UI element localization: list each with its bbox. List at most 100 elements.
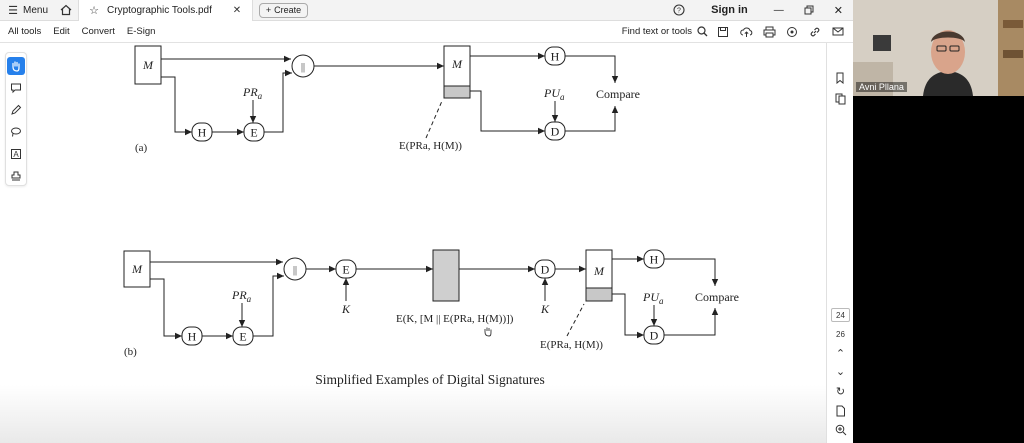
- fig-b-e2-label: E: [342, 263, 349, 277]
- fig-b-d1-label: D: [541, 263, 550, 277]
- fig-b-m-label: M: [131, 262, 143, 276]
- fig-b-d2-label: D: [650, 329, 659, 343]
- menu-button[interactable]: ☰ Menu: [0, 0, 54, 21]
- fig-a-message-box: [134, 45, 162, 85]
- refresh-button[interactable]: ↻: [833, 384, 848, 399]
- text-tool-button[interactable]: A: [7, 145, 25, 163]
- save-icon[interactable]: [716, 25, 730, 39]
- home-button[interactable]: [54, 0, 78, 21]
- fig-a-caption-label: (a): [135, 142, 148, 154]
- copy-pages-icon: [835, 93, 846, 104]
- scroll-fade: [0, 385, 826, 443]
- mail-icon[interactable]: [831, 25, 845, 39]
- fig-b-key-label: PRa: [231, 288, 252, 304]
- menu-all-tools[interactable]: All tools: [8, 26, 42, 37]
- participant-name: Avni Pllana: [856, 82, 907, 92]
- fig-b-message-box: [123, 250, 151, 288]
- comments-panel-button[interactable]: [833, 70, 848, 85]
- svg-text:?: ?: [677, 8, 681, 15]
- fig-b-ciphertext-box: [432, 249, 460, 302]
- pen-icon: [11, 104, 22, 115]
- fig-b-h-label: H: [188, 330, 197, 344]
- help-button[interactable]: ?: [663, 0, 695, 21]
- document-icon: [836, 405, 845, 416]
- minimize-icon: —: [773, 4, 784, 16]
- menu-label: Menu: [23, 4, 49, 16]
- link-icon[interactable]: [808, 25, 822, 39]
- webcam-video: Avni Pllana: [853, 0, 1024, 96]
- create-button[interactable]: + Create: [258, 2, 309, 18]
- tab-cryptographic-tools[interactable]: ☆ Cryptographic Tools.pdf ✕: [78, 0, 253, 21]
- page-down-button[interactable]: ⌄: [833, 364, 848, 379]
- close-icon[interactable]: ✕: [232, 4, 242, 16]
- fig-b-concat-label: ||: [293, 265, 297, 276]
- plus-icon: +: [265, 5, 272, 15]
- menu-edit[interactable]: Edit: [53, 26, 70, 37]
- fig-a-signed-message-box: [443, 45, 471, 99]
- figure-caption: Simplified Examples of Digital Signature…: [315, 372, 545, 387]
- current-page-number[interactable]: 24: [831, 308, 850, 322]
- fig-b-k1-label: K: [341, 302, 351, 316]
- fig-a-e-label: E: [250, 126, 257, 140]
- fig-b-m2-label: M: [593, 264, 605, 278]
- fig-b-k2-label: K: [540, 302, 550, 316]
- pages-panel-button[interactable]: [833, 91, 848, 106]
- fig-b-cipher-label: E(K, [M || E(PRa, H(M))]): [396, 313, 514, 325]
- create-label: Create: [274, 5, 302, 15]
- text-box-icon: A: [11, 149, 21, 159]
- webcam-scene: [853, 0, 1024, 96]
- fig-b-e-label: E: [239, 330, 246, 344]
- left-tool-rail: A: [5, 52, 27, 186]
- next-page-number: 26: [836, 329, 845, 339]
- home-icon: [60, 4, 72, 16]
- lasso-tool-button[interactable]: [7, 123, 25, 141]
- fig-a-h-label: H: [198, 126, 207, 140]
- fig-a-signature-label: E(PRa, H(M)): [399, 140, 462, 152]
- svg-text:A: A: [13, 150, 19, 159]
- window-close-icon: ✕: [833, 4, 843, 17]
- find-text-or-tools[interactable]: Find text or tools: [622, 26, 716, 37]
- fig-b-signature-block: [586, 288, 612, 301]
- menu-esign[interactable]: E-Sign: [126, 26, 156, 37]
- pdf-page[interactable]: M H E PRa || M H D PUa Compare E(PRa, H(…: [40, 43, 820, 443]
- fig-a-signature-block: [444, 86, 470, 98]
- help-icon: ?: [673, 4, 685, 16]
- tab-title: Cryptographic Tools.pdf: [107, 4, 212, 16]
- window-close-button[interactable]: ✕: [824, 0, 853, 21]
- chevron-down-icon: ⌄: [835, 366, 846, 378]
- sign-in-button[interactable]: Sign in: [711, 4, 748, 16]
- page-up-button[interactable]: ⌃: [833, 346, 848, 361]
- page-tool-button[interactable]: [833, 403, 848, 418]
- digital-signature-figure: M H E PRa || M H D PUa Compare E(PRa, H(…: [123, 45, 739, 358]
- refresh-icon: ↻: [835, 386, 846, 398]
- print-icon[interactable]: [762, 25, 776, 39]
- fig-a-m2-label: M: [451, 57, 463, 71]
- search-document-icon[interactable]: [785, 25, 799, 39]
- stamp-tool-button[interactable]: [7, 167, 25, 185]
- fig-a-compare-label: Compare: [596, 87, 640, 101]
- fig-a-key-label: PRa: [242, 85, 263, 101]
- lasso-icon: [11, 127, 21, 137]
- zoom-in-button[interactable]: [833, 422, 848, 437]
- comment-tool-button[interactable]: [7, 79, 25, 97]
- hand-icon: [12, 61, 20, 72]
- tab-bar: ☰ Menu ☆ Cryptographic Tools.pdf ✕ + Cre…: [0, 0, 853, 21]
- fig-b-h2-label: H: [650, 253, 659, 267]
- restore-button[interactable]: [794, 0, 824, 21]
- upload-cloud-icon[interactable]: [739, 25, 753, 39]
- menu-convert[interactable]: Convert: [81, 26, 115, 37]
- main-toolbar: All tools Edit Convert E-Sign Find text …: [0, 21, 853, 43]
- pen-tool-button[interactable]: [7, 101, 25, 119]
- star-icon[interactable]: ☆: [89, 4, 99, 17]
- fig-a-concat-label: ||: [301, 62, 305, 73]
- bookmark-panel-icon: [836, 72, 844, 84]
- chevron-up-icon: ⌃: [835, 348, 846, 360]
- minimize-button[interactable]: —: [764, 0, 794, 21]
- fig-b-caption-label: (b): [124, 346, 137, 358]
- find-label: Find text or tools: [621, 26, 692, 37]
- fig-a-h2-label: H: [551, 50, 560, 64]
- stamp-icon: [11, 171, 21, 181]
- acrobat-window: ☰ Menu ☆ Cryptographic Tools.pdf ✕ + Cre…: [0, 0, 853, 443]
- hand-cursor-icon: [484, 327, 492, 337]
- hand-tool-button[interactable]: [7, 57, 25, 75]
